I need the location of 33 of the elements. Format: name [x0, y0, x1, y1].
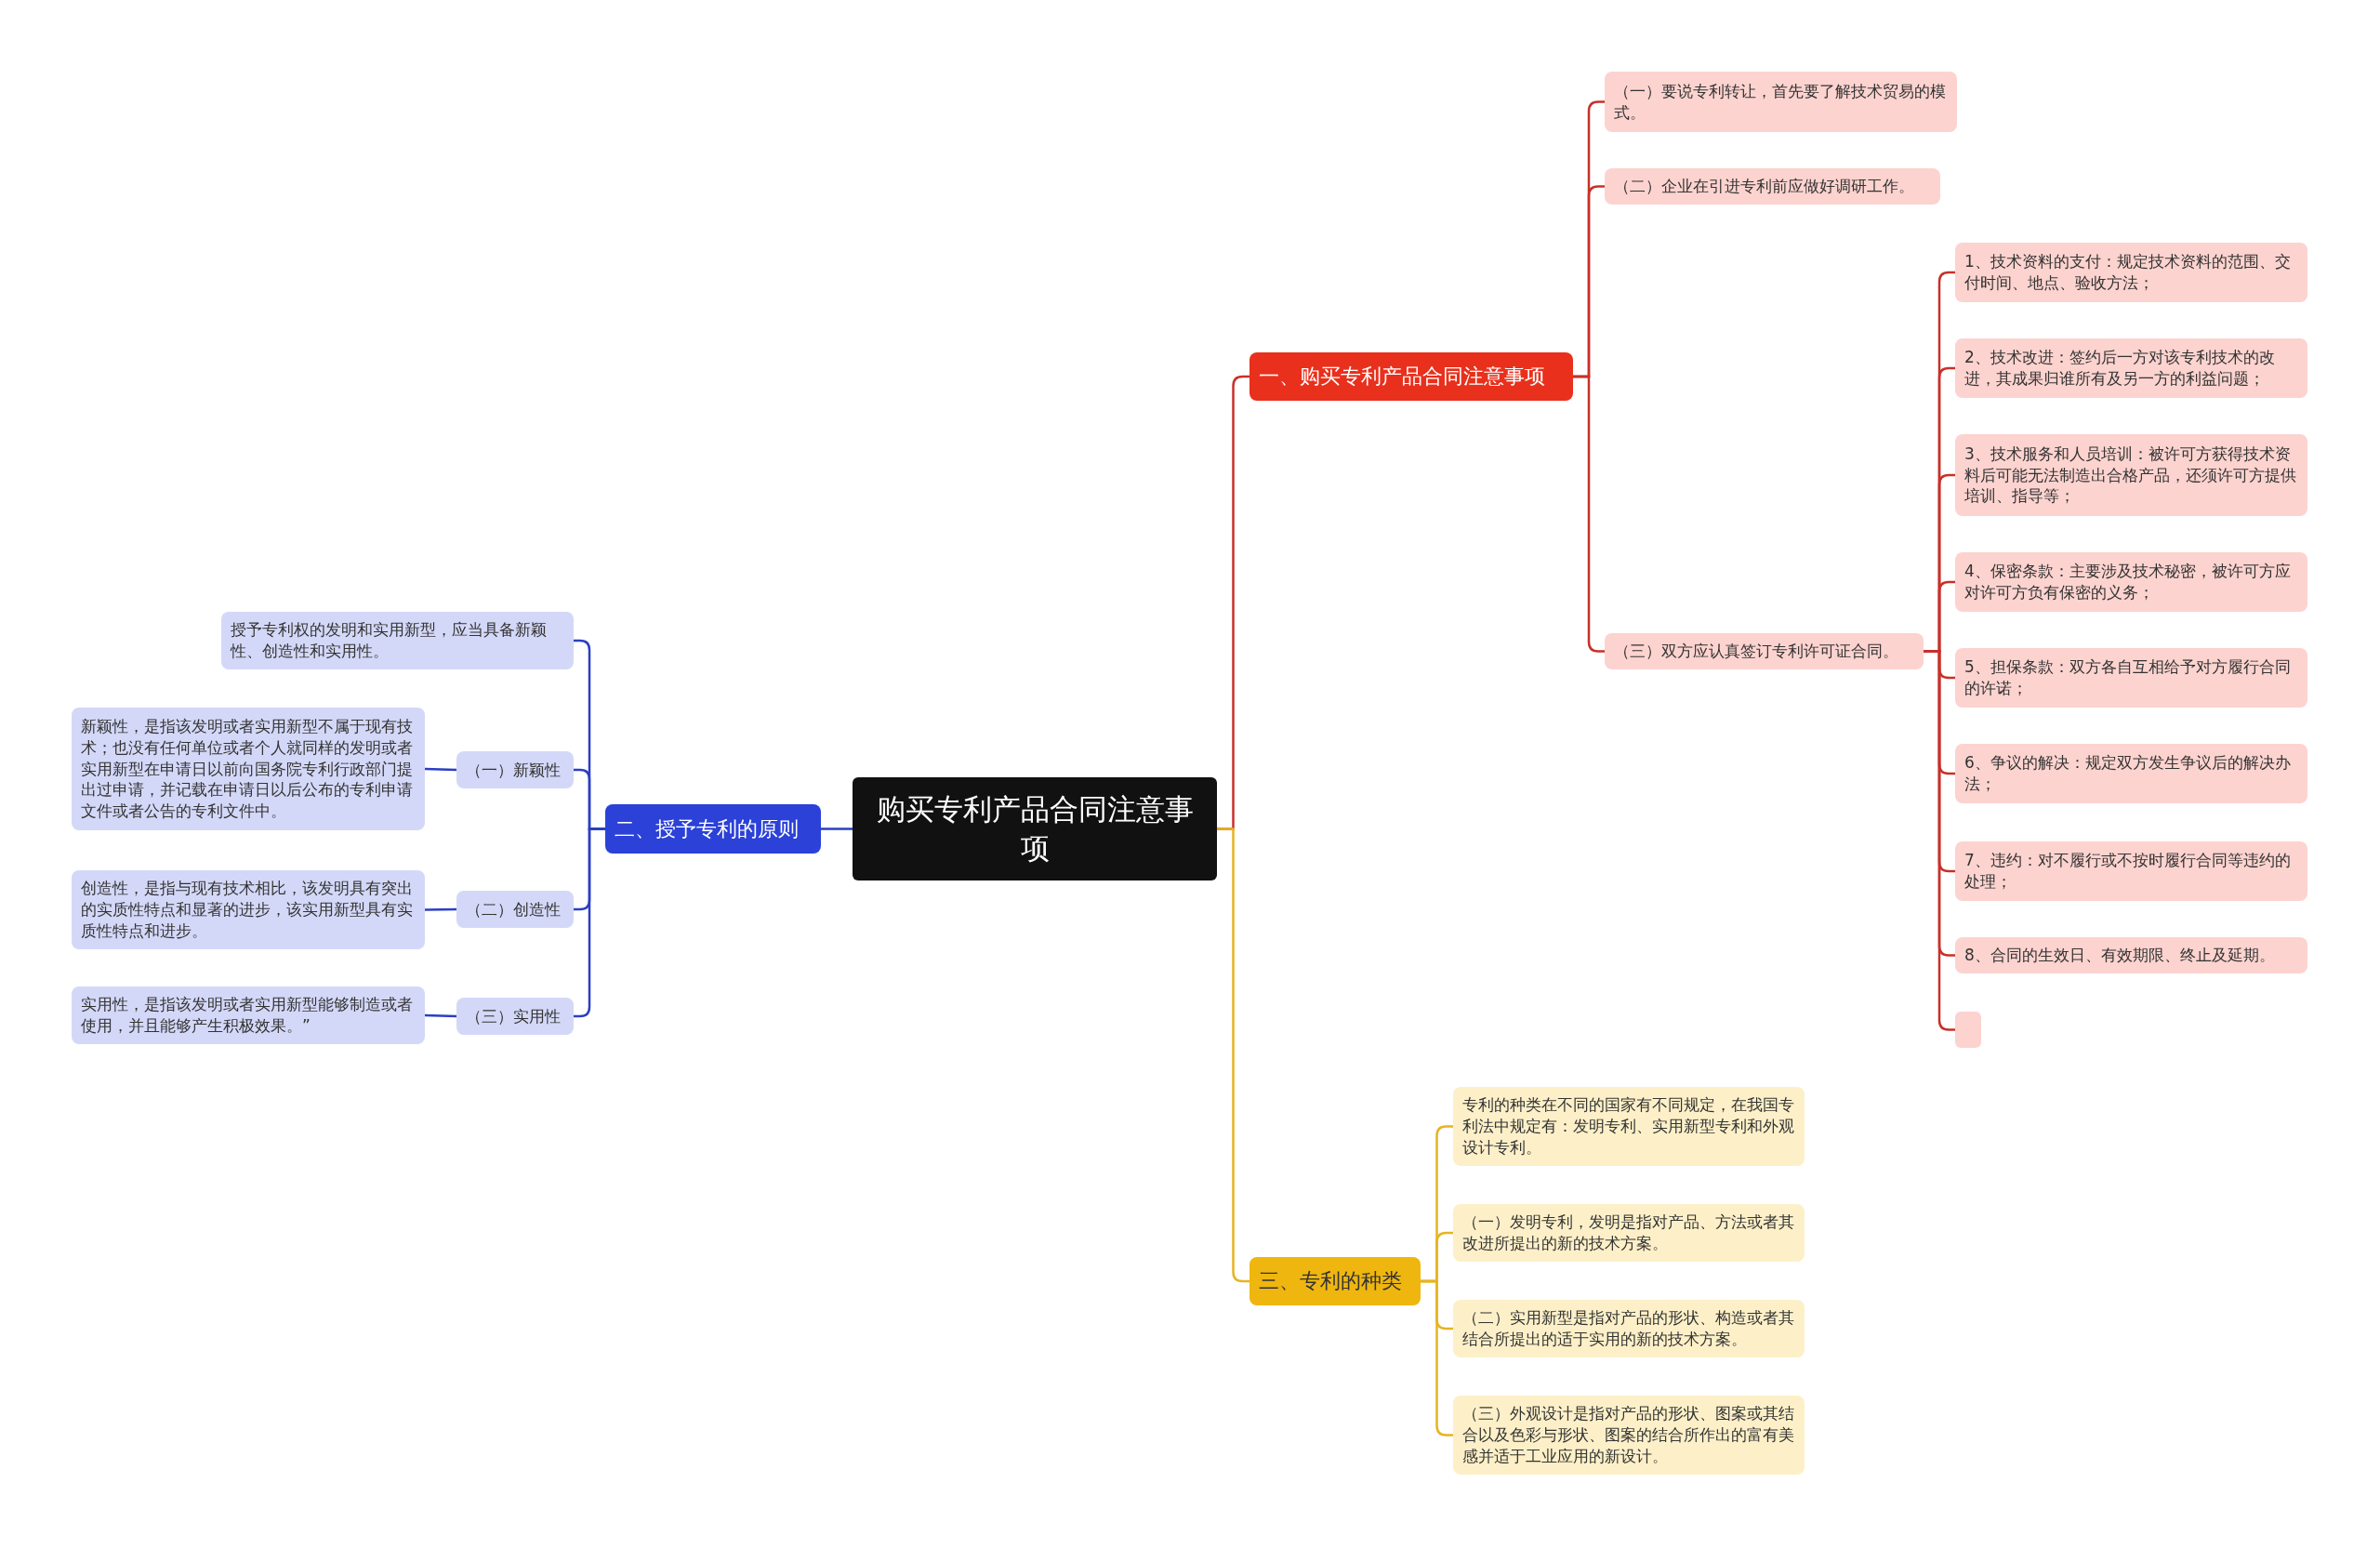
subtopic-box: 7、违约：对不履行或不按时履行合同等违约的处理； [1955, 841, 2307, 901]
subtopic-box: 8、合同的生效日、有效期限、终止及延期。 [1955, 937, 2307, 973]
subtopic-box: 2、技术改进：签约后一方对该专利技术的改进，其成果归谁所有及另一方的利益问题； [1955, 338, 2307, 398]
central-topic-box: 购买专利产品合同注意事项 [853, 777, 1217, 880]
subtopic-box: （一）新颖性 [456, 751, 574, 788]
subtopic-box: 创造性，是指与现有技术相比，该发明具有突出的实质性特点和显著的进步，该实用新型具有实质性特点和进步。 [72, 870, 425, 949]
subtopic-box: （一）发明专利，发明是指对产品、方法或者其改进所提出的新的技术方案。 [1453, 1204, 1805, 1262]
connector-line [425, 907, 456, 911]
subtopic-box: （二）实用新型是指对产品的形状、构造或者其结合所提出的适于实用的新的技术方案。 [1453, 1300, 1805, 1357]
connector-line [1924, 650, 1955, 1031]
subtopic-box: 3、技术服务和人员培训：被许可方获得技术资料后可能无法制造出合格产品，还须许可方提供培训、指导等； [1955, 434, 2307, 516]
subtopic-box: 1、技术资料的支付：规定技术资料的范围、交付时间、地点、验收方法； [1955, 243, 2307, 302]
subtopic-box: （一）要说专利转让，首先要了解技术贸易的模式。 [1605, 72, 1957, 132]
subtopic-box: 实用性，是指该发明或者实用新型能够制造或者使用，并且能够产生积极效果。” [72, 986, 425, 1044]
subtopic-box: 授予专利权的发明和实用新型，应当具备新颖性、创造性和实用性。 [221, 612, 574, 669]
connector-line [821, 827, 853, 830]
subtopic-box: 专利的种类在不同的国家有不同规定，在我国专利法中规定有：发明专利、实用新型专利和外观设计专利。 [1453, 1087, 1805, 1166]
subtopic-box: 4、保密条款：主要涉及技术秘密，被许可方应对许可方负有保密的义务； [1955, 552, 2307, 612]
subtopic-box: 5、担保条款：双方各自互相给予对方履行合同的许诺； [1955, 648, 2307, 708]
subtopic-box: （二）企业在引进专利前应做好调研工作。 [1605, 168, 1940, 205]
connector-line [424, 767, 457, 772]
subtopic-box: （二）创造性 [456, 891, 574, 928]
connector-line [424, 1013, 457, 1018]
branch-topic-box: 一、购买专利产品合同注意事项 [1250, 352, 1573, 401]
subtopic-box: （三）外观设计是指对产品的形状、图案或其结合以及色彩与形状、图案的结合所作出的富有美感并适于工业应用的新设计。 [1453, 1396, 1805, 1475]
subtopic-box: 6、争议的解决：规定双方发生争议后的解决办法； [1955, 744, 2307, 803]
branch-topic-box: 二、授予专利的原则 [605, 804, 821, 854]
subtopic-box: （三）实用性 [456, 998, 574, 1035]
branch-topic-box: 三、专利的种类 [1250, 1257, 1421, 1305]
empty-topic-box [1955, 1012, 1981, 1048]
subtopic-box: （三）双方应认真签订专利许可证合同。 [1605, 633, 1924, 669]
connector-line [1573, 375, 1605, 653]
subtopic-box: 新颖性，是指该发明或者实用新型不属于现有技术；也没有任何单位或者个人就同样的发明或者实用新型在申请日以前向国务院专利行政部门提出过申请，并记载在申请日以后公布的专利申请文件或者公告的专利文件中。 [72, 708, 425, 830]
